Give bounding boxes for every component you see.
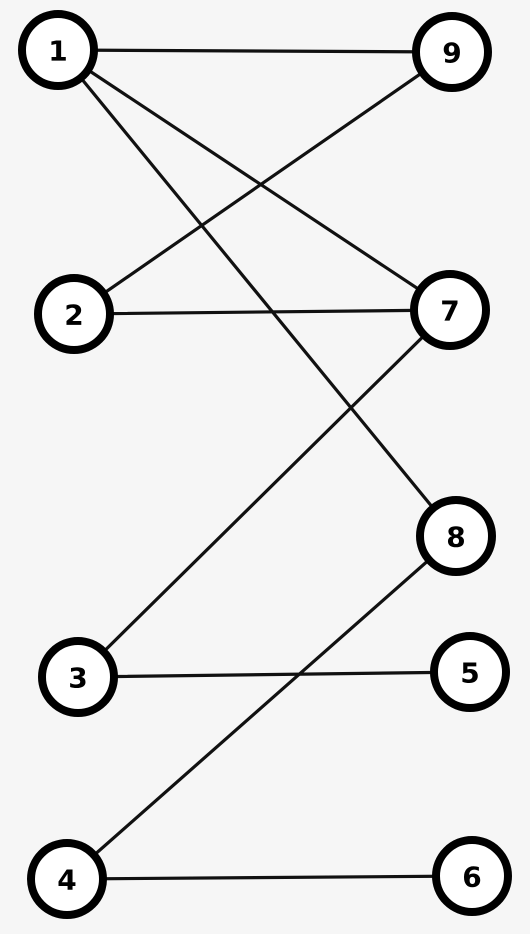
node-label-9: 9: [442, 37, 461, 70]
node-label-1: 1: [48, 35, 67, 68]
edge-1-7: [56, 48, 452, 312]
edge-2-7: [72, 308, 452, 316]
node-circle-5: [430, 632, 510, 712]
node-4: 4: [27, 839, 107, 919]
node-6: 6: [432, 836, 512, 916]
edge-3-5: [76, 670, 472, 679]
node-2: 2: [34, 274, 114, 354]
node-3: 3: [38, 637, 118, 717]
edge-9-2: [72, 50, 454, 316]
node-label-2: 2: [64, 299, 83, 332]
node-circle-4: [27, 839, 107, 919]
node-8: 8: [416, 496, 496, 576]
node-circle-7: [410, 270, 490, 350]
nodes-layer: 1 9 2 7 8 3 5 4 6: [18, 10, 512, 919]
node-9: 9: [412, 12, 492, 92]
edge-8-4: [65, 534, 458, 881]
edge-1-9: [56, 48, 454, 54]
node-1: 1: [18, 10, 98, 90]
node-circle-1: [18, 10, 98, 90]
edge-4-6: [65, 874, 474, 881]
node-label-4: 4: [57, 864, 76, 897]
edges-layer: [56, 48, 474, 881]
node-label-6: 6: [462, 861, 481, 894]
node-circle-6: [432, 836, 512, 916]
node-label-8: 8: [446, 521, 465, 554]
edge-1-8: [56, 48, 458, 538]
node-7: 7: [410, 270, 490, 350]
node-circle-8: [416, 496, 496, 576]
node-label-3: 3: [68, 662, 87, 695]
node-label-5: 5: [460, 657, 479, 690]
node-circle-9: [412, 12, 492, 92]
edge-7-3: [76, 308, 452, 679]
node-5: 5: [430, 632, 510, 712]
node-circle-3: [38, 637, 118, 717]
node-circle-2: [34, 274, 114, 354]
node-label-7: 7: [440, 295, 459, 328]
